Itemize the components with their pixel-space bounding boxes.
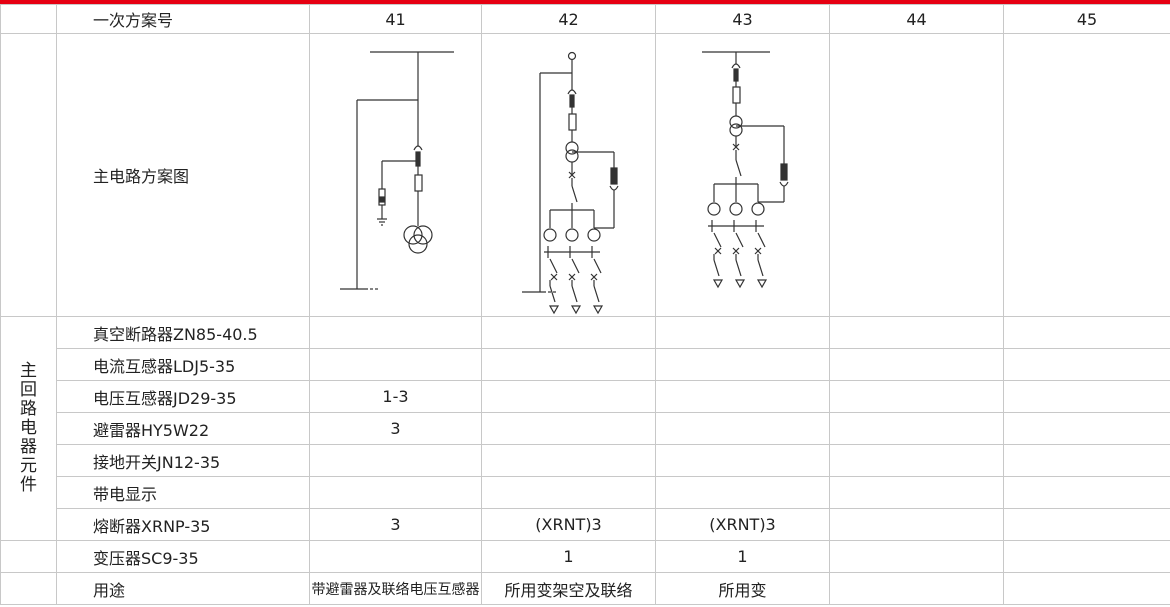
cell: 带避雷器及联络电压互感器	[309, 572, 482, 605]
blank-cell	[0, 33, 57, 317]
cell	[481, 316, 656, 349]
cell	[481, 444, 656, 477]
cell	[309, 444, 482, 477]
scheme-table: 一次方案号 41 42 43 44 45 主电路方案图	[0, 4, 1170, 605]
cell	[829, 476, 1004, 509]
cell	[481, 380, 656, 413]
circuit-diagram-41-svg	[340, 51, 454, 290]
cell: 所用变架空及联络	[481, 572, 656, 605]
cell: 1	[481, 540, 656, 573]
cell: 1-3	[309, 380, 482, 413]
circuit-diagram-43-svg	[702, 51, 789, 289]
table-row: 熔断器XRNP-35 3 (XRNT)3 (XRNT)3	[1, 508, 1170, 541]
row-label: 真空断路器ZN85-40.5	[56, 316, 310, 349]
top-accent-bar	[0, 0, 1170, 4]
row-label: 用途	[56, 572, 310, 605]
cell	[829, 572, 1004, 605]
scheme-number: 41	[309, 4, 482, 34]
cell	[1003, 348, 1170, 381]
table-row: 接地开关JN12-35	[1, 444, 1170, 477]
circuit-diagram-42	[481, 33, 656, 317]
circuit-diagram-41	[309, 33, 482, 317]
row-label: 电压互感器JD29-35	[56, 380, 310, 413]
cell	[1003, 412, 1170, 445]
row-label: 电流互感器LDJ5-35	[56, 348, 310, 381]
cell	[309, 316, 482, 349]
header-row: 一次方案号 41 42 43 44 45	[0, 4, 1170, 34]
cell	[1003, 316, 1170, 349]
cell	[1003, 540, 1170, 573]
blank-cell	[0, 540, 57, 573]
empty-diagram-44	[829, 33, 1004, 317]
cell	[829, 316, 1004, 349]
row-label: 避雷器HY5W22	[56, 412, 310, 445]
cell	[829, 348, 1004, 381]
row-label: 变压器SC9-35	[56, 540, 310, 573]
cell	[1003, 380, 1170, 413]
table-row: 避雷器HY5W22 3	[1, 412, 1170, 445]
corner-cell	[0, 4, 57, 34]
scheme-number: 44	[829, 4, 1004, 34]
row-label: 带电显示	[56, 476, 310, 509]
cell	[655, 444, 830, 477]
scheme-number: 45	[1003, 4, 1170, 34]
cell	[1003, 508, 1170, 541]
cell	[829, 540, 1004, 573]
cell: (XRNT)3	[481, 508, 656, 541]
cell	[481, 476, 656, 509]
transformer-row: 变压器SC9-35 1 1	[0, 540, 1170, 573]
empty-diagram-45	[1003, 33, 1170, 317]
cell	[1003, 476, 1170, 509]
cell: 3	[309, 508, 482, 541]
usage-row: 用途 带避雷器及联络电压互感器 所用变架空及联络 所用变	[0, 572, 1170, 605]
cell	[1003, 572, 1170, 605]
cell	[309, 348, 482, 381]
cell	[829, 444, 1004, 477]
cell	[829, 380, 1004, 413]
cell	[829, 508, 1004, 541]
group-label: 主回路电器元件	[0, 316, 57, 541]
table-row: 带电显示	[1, 476, 1170, 509]
cell	[655, 476, 830, 509]
cell	[829, 412, 1004, 445]
circuit-diagram-42-svg	[522, 51, 619, 315]
cell: 所用变	[655, 572, 830, 605]
cell	[309, 540, 482, 573]
cell: 1	[655, 540, 830, 573]
row-label: 熔断器XRNP-35	[56, 508, 310, 541]
cell	[481, 348, 656, 381]
diagram-row: 主电路方案图	[0, 33, 1170, 317]
cell	[655, 412, 830, 445]
cell	[309, 476, 482, 509]
row-label: 接地开关JN12-35	[56, 444, 310, 477]
cell: (XRNT)3	[655, 508, 830, 541]
cell	[481, 412, 656, 445]
cell	[655, 348, 830, 381]
cell	[655, 316, 830, 349]
scheme-number: 43	[655, 4, 830, 34]
table-row: 主回路电器元件 真空断路器ZN85-40.5	[0, 316, 1170, 541]
blank-cell	[0, 572, 57, 605]
scheme-number: 42	[481, 4, 656, 34]
diagram-row-label: 主电路方案图	[56, 33, 310, 317]
header-label: 一次方案号	[56, 4, 310, 34]
cell: 3	[309, 412, 482, 445]
circuit-diagram-43	[655, 33, 830, 317]
cell	[655, 380, 830, 413]
table-row: 电压互感器JD29-35 1-3	[1, 380, 1170, 413]
cell	[1003, 444, 1170, 477]
table-row: 电流互感器LDJ5-35	[1, 348, 1170, 381]
